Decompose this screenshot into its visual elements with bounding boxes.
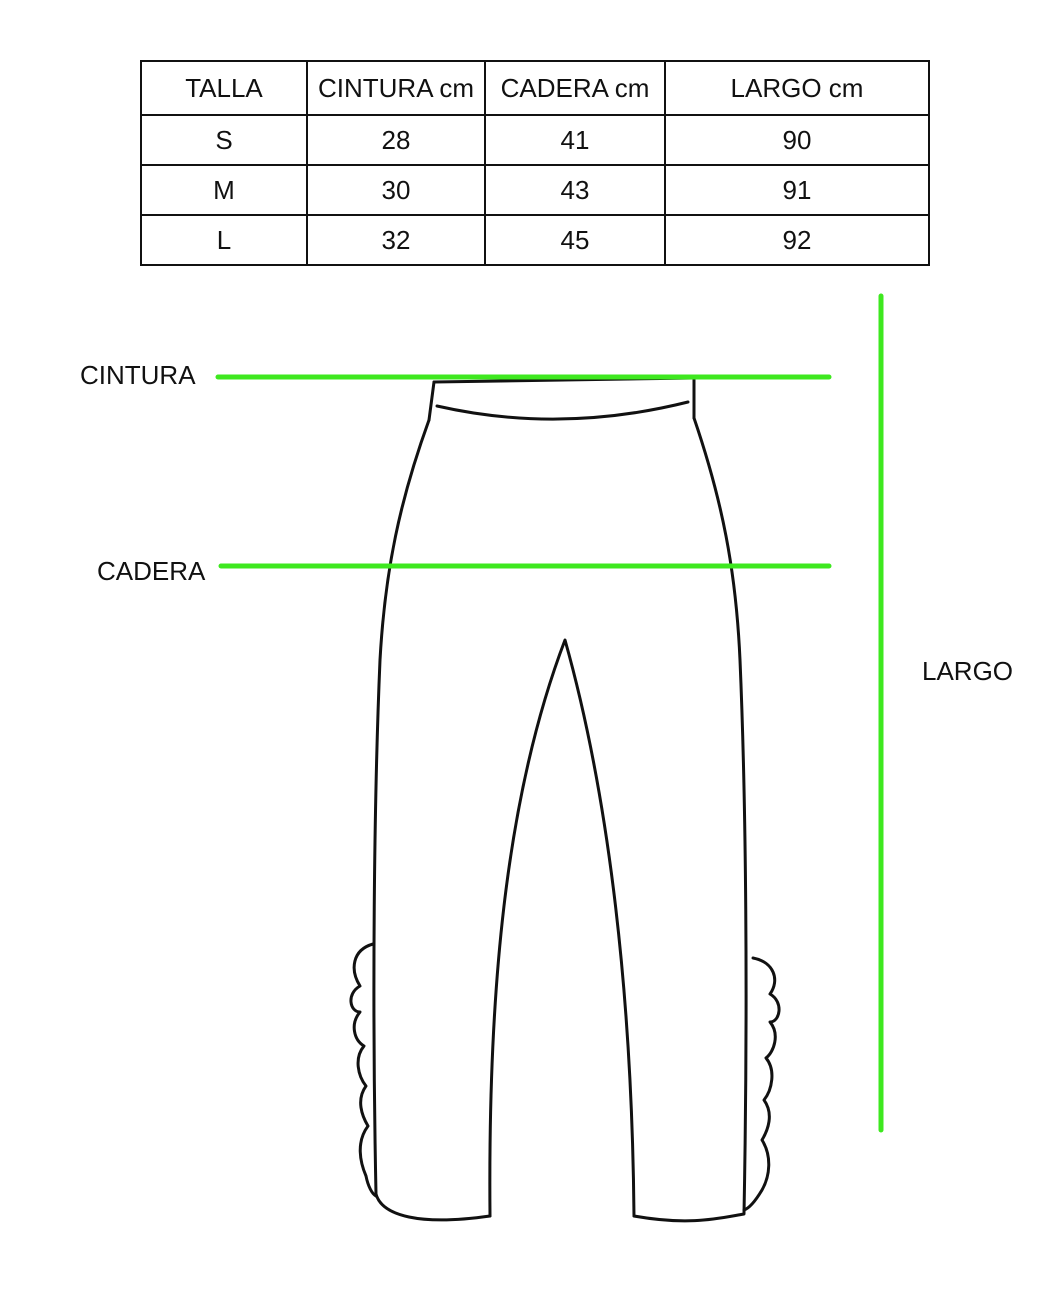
cell-length: 91 xyxy=(664,164,930,216)
table-row: L 32 45 92 xyxy=(140,214,930,266)
inseam-outline xyxy=(488,638,636,1218)
hip-label: CADERA xyxy=(97,556,206,586)
cell-hip: 43 xyxy=(484,164,666,216)
left-ruffle-hem xyxy=(349,942,378,1198)
waist-label: CINTURA xyxy=(80,360,196,390)
header-hip: CADERA cm xyxy=(484,60,666,116)
header-length: LARGO cm xyxy=(664,60,930,116)
waistband-seam xyxy=(435,400,690,421)
table-row: M 30 43 91 xyxy=(140,164,930,216)
waistband-left-edge xyxy=(427,380,436,422)
header-waist: CINTURA cm xyxy=(306,60,486,116)
cell-hip: 45 xyxy=(484,214,666,266)
header-size: TALLA xyxy=(140,60,308,116)
right-leg-outline xyxy=(632,416,748,1223)
cell-length: 92 xyxy=(664,214,930,266)
cell-waist: 28 xyxy=(306,114,486,166)
cell-size: S xyxy=(140,114,308,166)
length-label: LARGO xyxy=(922,656,1014,686)
leggings-with-ruffle-hem-icon xyxy=(349,376,781,1223)
table-header-row: TALLA CINTURA cm CADERA cm LARGO cm xyxy=(140,60,930,116)
cell-size: M xyxy=(140,164,308,216)
size-chart-table: TALLA CINTURA cm CADERA cm LARGO cm S 28… xyxy=(140,60,930,266)
right-ruffle-hem xyxy=(742,956,781,1212)
cell-length: 90 xyxy=(664,114,930,166)
cell-size: L xyxy=(140,214,308,266)
cell-waist: 30 xyxy=(306,164,486,216)
cell-waist: 32 xyxy=(306,214,486,266)
table-row: S 28 41 90 xyxy=(140,114,930,166)
left-leg-outline xyxy=(372,418,492,1222)
cell-hip: 41 xyxy=(484,114,666,166)
